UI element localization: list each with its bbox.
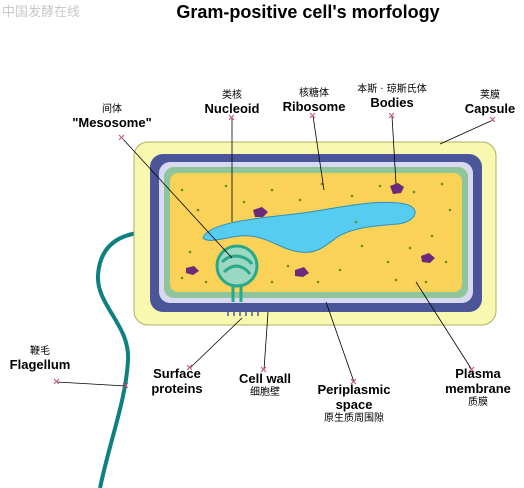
label-bodies: 本斯 · 琼斯氏体 Bodies: [342, 84, 442, 110]
label-surface-proteins-line2: proteins: [151, 380, 203, 396]
flagellum: [95, 229, 161, 488]
label-capsule-zh: 荚膜: [480, 90, 500, 101]
ribosomes: [180, 182, 452, 284]
label-cell-wall: Cell wall 细胞壁: [230, 371, 300, 398]
diagram-title: Gram-positive cell's morfology: [176, 2, 440, 22]
label-nucleoid: 类核 Nucleoid: [192, 90, 272, 116]
label-ribosome: 核糖体 Ribosome: [272, 88, 356, 114]
nucleoid-region: [202, 201, 416, 253]
bodies-inclusions: [186, 183, 435, 277]
label-nucleoid-en: Nucleoid: [204, 100, 260, 116]
mesosome: [215, 244, 259, 302]
label-ribosome-en: Ribosome: [282, 98, 346, 114]
pointer-markers: [53, 112, 496, 389]
label-mesosome-en: "Mesosome": [72, 114, 152, 130]
label-plasma-line1: Plasma: [455, 366, 501, 381]
label-bodies-en: Bodies: [370, 94, 414, 110]
label-flagellum-en: Flagellum: [9, 356, 71, 372]
label-flagellum: 鞭毛 Flagellum: [2, 346, 78, 372]
label-periplasmic-line1: Periplasmic: [317, 382, 391, 397]
label-surface-proteins-line1: Surface: [153, 366, 201, 381]
label-periplasmic-space: Periplasmic space 原生质周围隙: [306, 382, 402, 424]
label-nucleoid-zh: 类核: [222, 90, 242, 101]
label-mesosome-zh: 间体: [102, 104, 122, 115]
label-bodies-zh: 本斯 · 琼斯氏体: [357, 84, 427, 95]
label-plasma-line2: membrane: [445, 380, 511, 396]
label-flagellum-zh: 鞭毛: [30, 346, 50, 357]
label-periplasmic-zh: 原生质周围隙: [324, 412, 384, 424]
label-cell-wall-en: Cell wall: [238, 371, 292, 386]
label-capsule-en: Capsule: [464, 100, 516, 116]
label-periplasmic-line2: space: [335, 396, 373, 412]
watermark: 中国发酵在线: [2, 5, 81, 20]
label-capsule: 荚膜 Capsule: [458, 90, 522, 116]
label-plasma-membrane: Plasma membrane 质膜: [434, 366, 522, 408]
leader-lines: [56, 115, 494, 387]
label-surface-proteins: Surface proteins: [140, 366, 214, 397]
surface-proteins-marks: [227, 312, 259, 316]
label-mesosome: 间体 "Mesosome": [62, 104, 162, 130]
label-ribosome-zh: 核糖体: [299, 88, 329, 99]
label-plasma-zh: 质膜: [468, 396, 488, 408]
label-cell-wall-zh: 细胞壁: [250, 386, 280, 398]
